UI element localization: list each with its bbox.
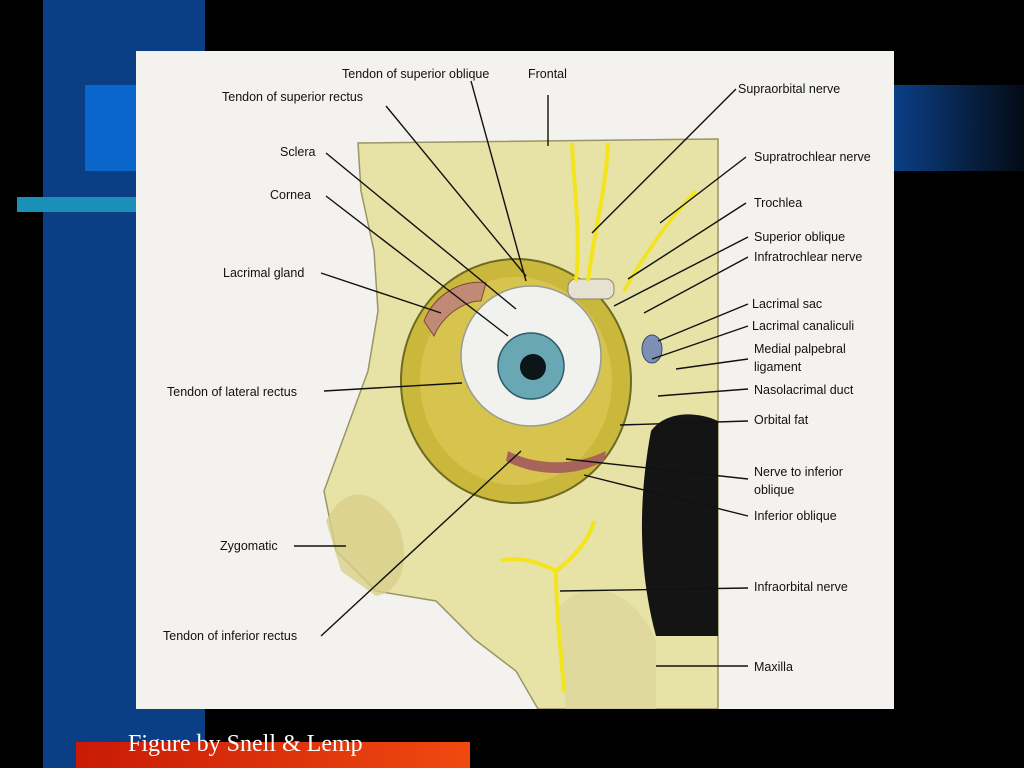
label-tendon-superior-rectus: Tendon of superior rectus bbox=[222, 90, 364, 104]
label-nasolacrimal-duct: Nasolacrimal duct bbox=[754, 383, 854, 397]
label-tendon-superior-oblique: Tendon of superior oblique bbox=[342, 67, 490, 81]
label-lacrimal-gland: Lacrimal gland bbox=[223, 266, 305, 280]
cyan-bar bbox=[17, 197, 137, 212]
orbit-illustration bbox=[294, 80, 749, 709]
label-infratrochlear-nerve: Infratrochlear nerve bbox=[754, 250, 863, 264]
figure-caption: Figure by Snell & Lemp bbox=[128, 731, 363, 757]
trochlea-shape bbox=[567, 278, 615, 300]
label-supratrochlear-nerve: Supratrochlear nerve bbox=[754, 150, 871, 164]
label-superior-oblique: Superior oblique bbox=[754, 230, 846, 244]
lacrimal-gland-shape bbox=[423, 281, 487, 338]
zygomatic-shading bbox=[326, 494, 405, 596]
label-nerve-inferior-oblique-2: oblique bbox=[754, 483, 795, 497]
nasal-cavity bbox=[641, 414, 718, 636]
label-sclera: Sclera bbox=[280, 145, 316, 159]
caption-bar bbox=[76, 742, 470, 768]
label-infraorbital-nerve: Infraorbital nerve bbox=[754, 580, 848, 594]
infraorbital-nerve-path bbox=[500, 520, 596, 692]
label-frontal: Frontal bbox=[528, 67, 567, 81]
label-maxilla: Maxilla bbox=[754, 660, 793, 674]
pupil-shape bbox=[520, 354, 546, 380]
label-inferior-oblique: Inferior oblique bbox=[754, 509, 837, 523]
lacrimal-sac-shape bbox=[641, 334, 663, 364]
bright-blue-block bbox=[85, 85, 145, 171]
label-zygomatic: Zygomatic bbox=[220, 539, 278, 553]
label-medial-palpebral-2: ligament bbox=[754, 360, 802, 374]
label-trochlea: Trochlea bbox=[754, 196, 803, 210]
label-supraorbital-nerve: Supraorbital nerve bbox=[738, 82, 841, 96]
orbit-anatomy-figure: Tendon of superior oblique Frontal Tendo… bbox=[136, 51, 894, 709]
label-tendon-lateral-rectus: Tendon of lateral rectus bbox=[167, 385, 297, 399]
label-cornea: Cornea bbox=[270, 188, 311, 202]
supratrochlear-nerve-path bbox=[622, 189, 698, 292]
maxilla-shading bbox=[556, 589, 656, 709]
label-nerve-inferior-oblique-1: Nerve to inferior bbox=[754, 465, 843, 479]
label-lacrimal-canaliculi: Lacrimal canaliculi bbox=[752, 319, 855, 333]
label-orbital-fat: Orbital fat bbox=[754, 413, 809, 427]
supraorbital-nerve-path bbox=[570, 142, 610, 282]
leader-lines bbox=[294, 80, 749, 667]
right-blue-gradient-bar bbox=[894, 85, 1024, 171]
inferior-oblique-shape bbox=[506, 451, 606, 473]
label-tendon-inferior-rectus: Tendon of inferior rectus bbox=[163, 629, 298, 643]
label-lacrimal-sac: Lacrimal sac bbox=[752, 297, 823, 311]
label-medial-palpebral-1: Medial palpebral bbox=[754, 342, 846, 356]
